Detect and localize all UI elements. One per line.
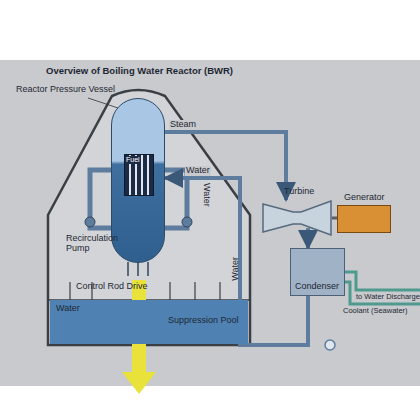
node-text: Reactor Pressure Vessel [16,85,115,95]
node-text: Condenser [295,282,339,292]
leader-line [88,98,118,108]
flow-label: Water [231,257,241,281]
reactor-vessel: Reactor Pressure VesselFuel [111,98,165,263]
node-text: Generator [344,193,385,203]
node-text: Turbine [284,187,314,197]
edge-label: Steam [169,120,197,130]
node-text: Fuel [126,156,140,164]
containment-outline [48,90,250,345]
recirculation-pump [85,217,95,227]
node-text: Suppression Pool [168,316,239,326]
condenser: Condenser [290,248,345,296]
diagram-title: Overview of Boiling Water Reactor (BWR) [46,66,233,76]
node-text: Water [56,304,80,314]
flow-label: to Water Discharge [356,293,420,301]
flow-label: Coolant (Seawater) [343,307,408,315]
fuel-assembly: Fuel [124,154,154,196]
part-label: Control Rod Drive [76,282,148,292]
part-label: Recirculation Pump [66,234,118,254]
suppression-pool: WaterSuppression Pool [50,300,248,344]
control-rod-drive [128,262,148,276]
flow-label: Water [201,183,211,207]
pipe-connector [165,178,308,345]
edge-label: Water [185,166,211,176]
pipe-connector [306,228,310,248]
background-band [0,60,420,386]
recirculation-pump [182,217,192,227]
turbine-shape [262,200,332,236]
pipe-connector [165,132,286,200]
seawater-pipe [345,272,420,304]
feedwater-pump [325,340,335,350]
generator: Generator [337,205,391,233]
turbine: Turbine [262,200,332,236]
